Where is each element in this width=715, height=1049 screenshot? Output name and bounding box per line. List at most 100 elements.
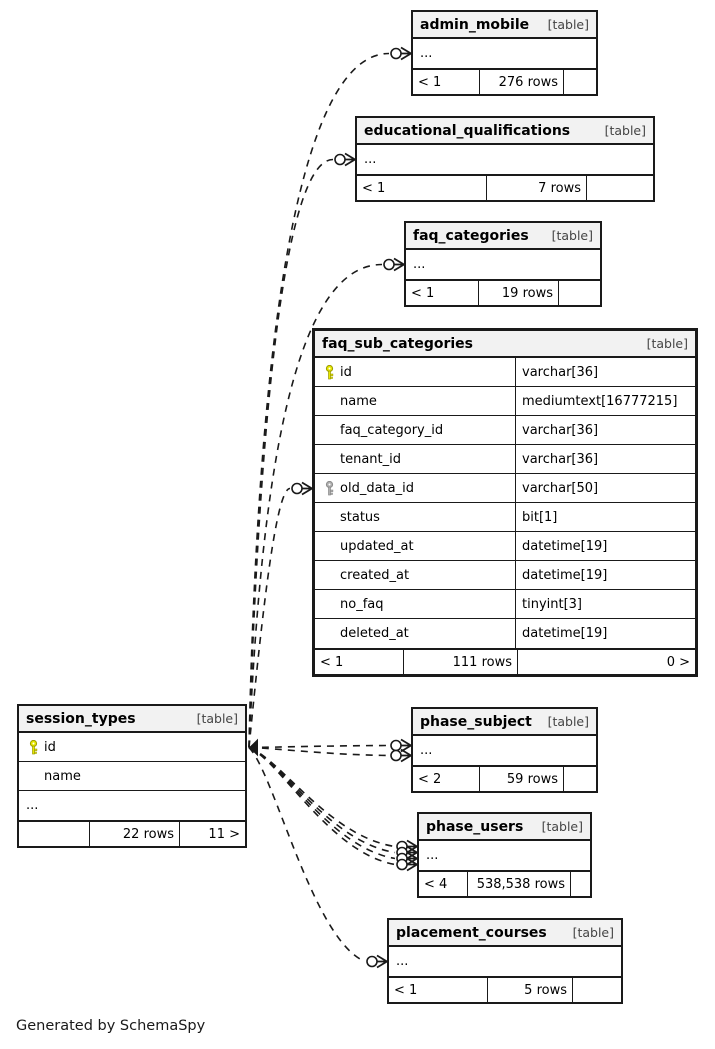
footer-cell: < 1 bbox=[362, 180, 386, 196]
column-name-cell: faq_category_id bbox=[315, 423, 515, 438]
footer-cell: 5 rows bbox=[487, 978, 572, 1002]
column-name: ... bbox=[426, 848, 439, 863]
footer-cell: 538,538 rows bbox=[467, 872, 570, 896]
column-type: varchar[50] bbox=[515, 474, 695, 502]
table-footer-educational_qualifications: < 1 7 rows bbox=[357, 174, 653, 200]
table-node-phase_subject[interactable]: phase_subject[table]... < 2 59 rows bbox=[411, 707, 598, 793]
column-name-cell: ... bbox=[357, 152, 653, 167]
cardinality-zero-marker bbox=[383, 258, 395, 271]
table-row-ellipsis: ... bbox=[406, 250, 600, 279]
footer-cell: < 1 bbox=[411, 285, 435, 301]
cardinality-zero-marker bbox=[390, 749, 402, 762]
column-name: id bbox=[340, 364, 352, 380]
table-row-ellipsis: ... bbox=[389, 947, 621, 976]
primary-key-icon bbox=[25, 739, 42, 755]
cardinality-many-marker bbox=[406, 839, 418, 854]
table-header-phase_subject: phase_subject[table] bbox=[413, 709, 596, 736]
column-type: mediumtext[16777215] bbox=[515, 387, 695, 415]
footer-cell: 7 rows bbox=[486, 176, 586, 200]
table-footer-placement_courses: < 1 5 rows bbox=[389, 976, 621, 1002]
table-row-ellipsis: ... bbox=[419, 841, 590, 870]
column-name: status bbox=[340, 509, 380, 525]
column-name: faq_category_id bbox=[340, 422, 444, 438]
column-name: created_at bbox=[340, 567, 410, 583]
cardinality-many-marker bbox=[376, 954, 388, 969]
footer-cell: < 1 bbox=[394, 982, 418, 998]
table-title: admin_mobile bbox=[420, 16, 530, 33]
footer-cell bbox=[572, 978, 621, 1002]
table-header-placement_courses: placement_courses[table] bbox=[389, 920, 621, 947]
column-name-cell: updated_at bbox=[315, 539, 515, 554]
table-node-placement_courses[interactable]: placement_courses[table]... < 1 5 rows bbox=[387, 918, 623, 1004]
relationship-edge bbox=[248, 746, 396, 866]
footer-cell: 276 rows bbox=[479, 70, 563, 94]
edge-arrowhead bbox=[249, 745, 258, 756]
edge-arrowhead bbox=[249, 738, 258, 749]
column-type: datetime[19] bbox=[515, 561, 695, 589]
edge-arrowhead bbox=[249, 746, 258, 757]
column-name: ... bbox=[396, 954, 409, 969]
footer-cell: < 4 bbox=[424, 876, 448, 892]
footer-cell bbox=[586, 176, 653, 200]
column-name-cell: ... bbox=[19, 798, 245, 813]
table-title: session_types bbox=[26, 710, 136, 727]
table-title: phase_subject bbox=[420, 713, 532, 730]
column-name: name bbox=[44, 768, 81, 784]
column-name: ... bbox=[420, 743, 433, 758]
column-name: ... bbox=[420, 46, 433, 61]
column-type: varchar[36] bbox=[515, 416, 695, 444]
table-row-ellipsis: ... bbox=[413, 39, 596, 68]
footer-cell bbox=[563, 70, 596, 94]
cardinality-many-marker bbox=[406, 857, 418, 872]
column-name: id bbox=[44, 739, 56, 755]
column-name-cell: id bbox=[19, 739, 245, 755]
cardinality-many-marker bbox=[301, 481, 313, 496]
edge-arrowhead bbox=[249, 739, 258, 750]
table-header-admin_mobile: admin_mobile[table] bbox=[413, 12, 596, 39]
table-columns: id name... bbox=[19, 733, 245, 820]
relationship-edge bbox=[248, 746, 390, 757]
relationship-edge bbox=[248, 487, 291, 748]
column-name-cell: tenant_id bbox=[315, 452, 515, 467]
column-type: tinyint[3] bbox=[515, 590, 695, 618]
footer-cell: < 1 bbox=[320, 654, 344, 670]
table-type-tag: [table] bbox=[541, 819, 583, 834]
relationship-edge bbox=[248, 746, 366, 963]
footer-cell: 0 > bbox=[517, 650, 695, 674]
cardinality-many-marker bbox=[400, 46, 412, 61]
column-type: datetime[19] bbox=[515, 619, 695, 648]
cardinality-zero-marker bbox=[366, 955, 378, 968]
footer-cell bbox=[558, 281, 600, 305]
table-footer-phase_subject: < 2 59 rows bbox=[413, 765, 596, 791]
primary-key-icon bbox=[321, 364, 338, 380]
edge-arrowhead bbox=[249, 742, 258, 753]
cardinality-many-marker bbox=[406, 851, 418, 866]
cardinality-zero-marker bbox=[396, 846, 408, 859]
cardinality-zero-marker bbox=[334, 153, 346, 166]
edge-arrowhead bbox=[249, 744, 258, 755]
column-name: old_data_id bbox=[340, 480, 414, 496]
table-title: placement_courses bbox=[396, 924, 547, 941]
footer-cell: < 2 bbox=[418, 771, 442, 787]
footer-cell: 59 rows bbox=[479, 767, 563, 791]
column-name: ... bbox=[364, 152, 377, 167]
edge-arrowhead bbox=[249, 741, 258, 752]
table-title: educational_qualifications bbox=[364, 122, 571, 139]
cardinality-zero-marker bbox=[390, 47, 402, 60]
table-row: created_at datetime[19] bbox=[315, 561, 695, 590]
footer-cell bbox=[570, 872, 590, 896]
